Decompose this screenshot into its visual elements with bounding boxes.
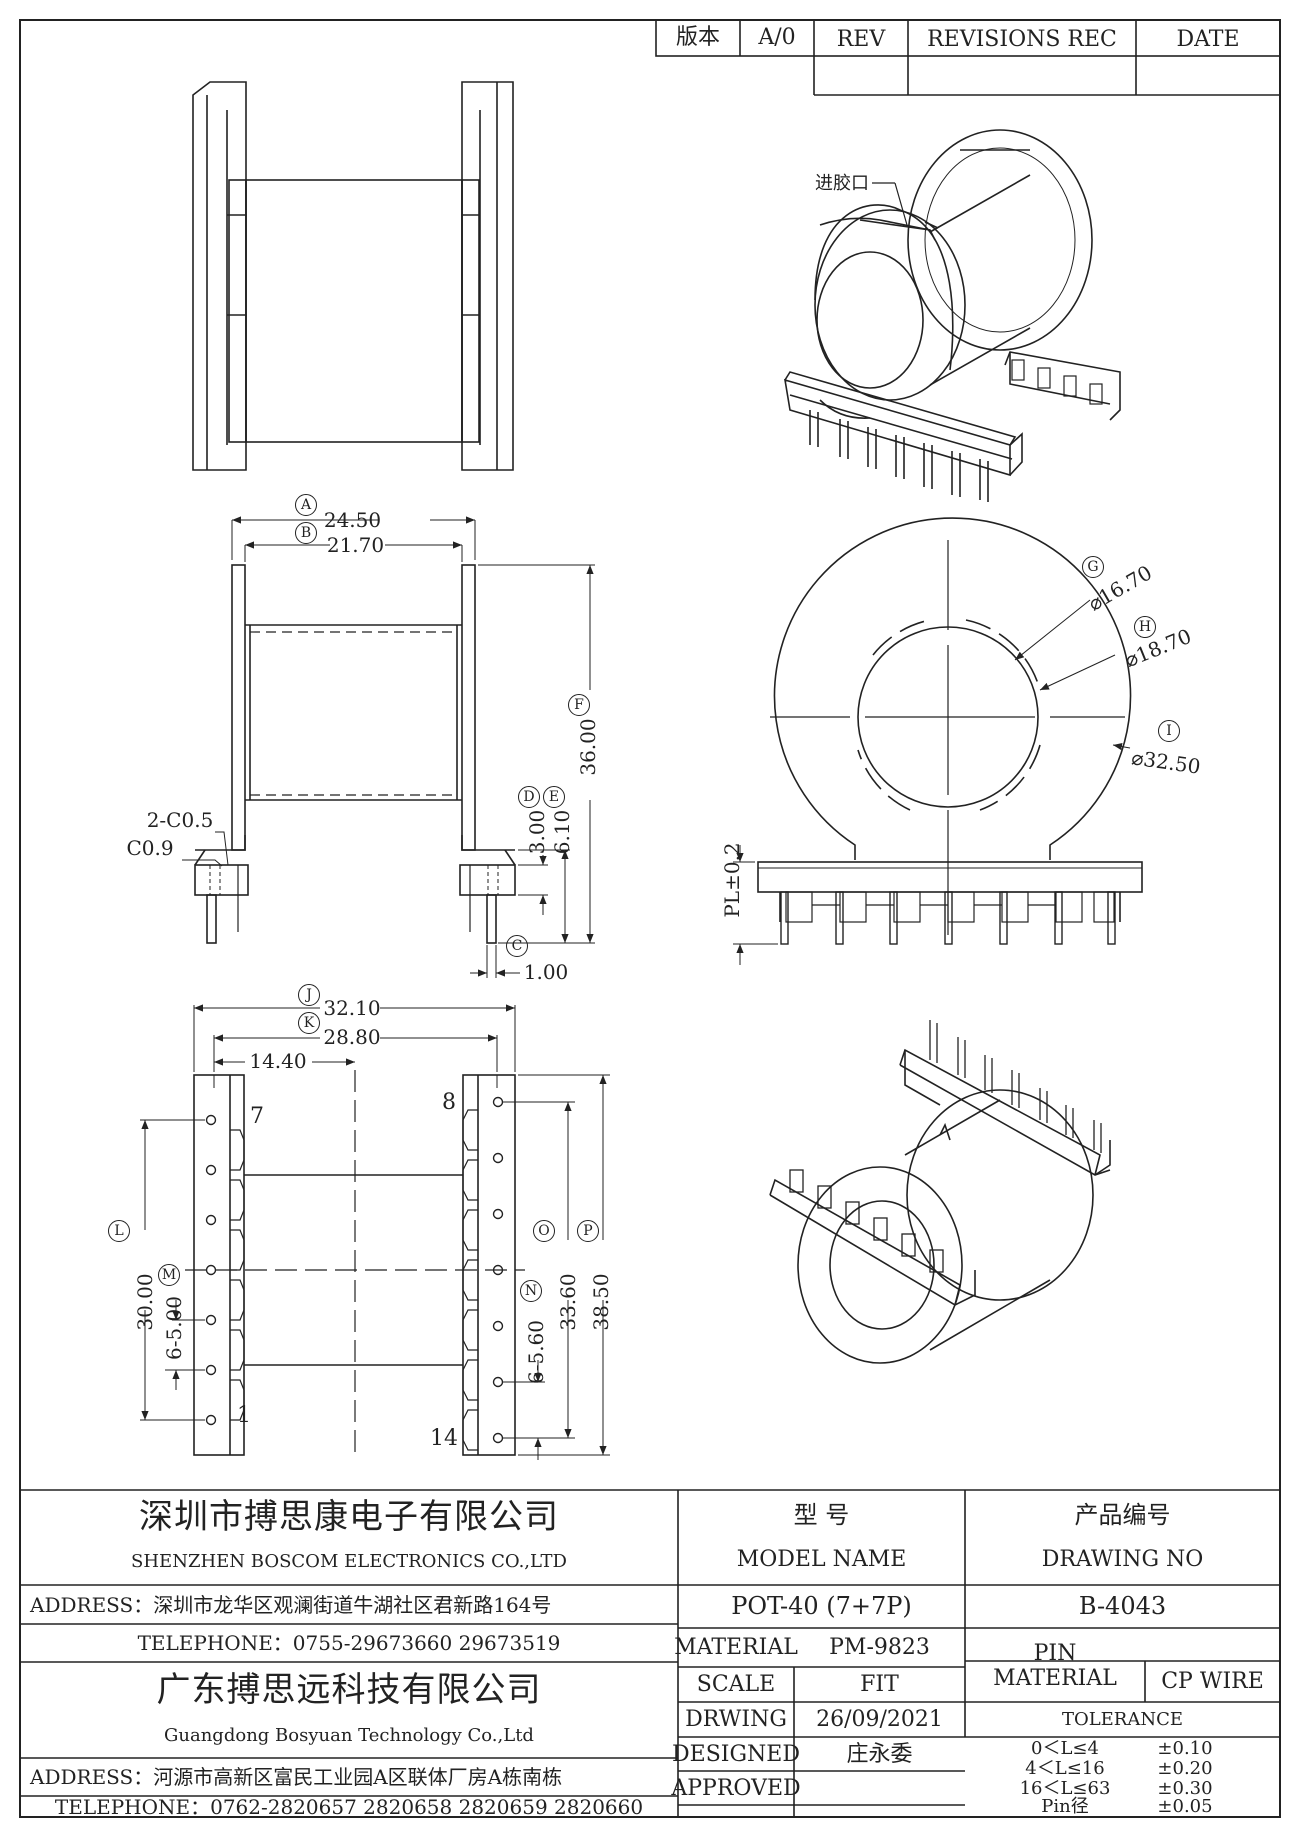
rev-label: REV [836, 27, 886, 53]
dim-o-id: O [533, 1220, 555, 1242]
model-value: POT-40 (7+7P) [731, 1592, 912, 1621]
tolerance-range-2: 4＜L≤16 [1025, 1757, 1105, 1779]
company-en: SHENZHEN BOSCOM ELECTRONICS CO.,LTD [131, 1550, 567, 1572]
view-isometric-bottom [769, 1020, 1111, 1364]
dim-e-value: 6.10 [549, 809, 574, 855]
version-label: 版本 [675, 25, 720, 51]
dim-c-id: C [506, 935, 528, 957]
tolerance-label: TOLERANCE [1061, 1708, 1184, 1730]
dim-a-value: 24.50 [323, 507, 382, 532]
drawing-date-value: 26/09/2021 [816, 1707, 943, 1733]
revisions-rec-label: REVISIONS REC [927, 27, 1117, 53]
model-cn-label: 型 号 [793, 1501, 850, 1530]
dim-c-value: 1.00 [523, 959, 569, 984]
dim-p-id: P [577, 1220, 599, 1242]
dim-m-value: 6-5.00 [161, 1296, 186, 1361]
model-en-label: MODEL NAME [736, 1547, 907, 1573]
tolerance-range-4: Pin径 [1041, 1796, 1089, 1818]
pin-8-label: 8 [442, 1090, 456, 1116]
dim-b-id: B [295, 522, 317, 544]
dim-b-value: 21.70 [326, 532, 385, 557]
dim-m-id: M [158, 1264, 180, 1286]
view-top-outline [192, 81, 514, 471]
dim-g-id: G [1082, 556, 1104, 578]
approved-value [794, 1772, 965, 1805]
chamfer-2: C0.9 [126, 835, 174, 860]
drawing-no-value: B-4043 [1078, 1592, 1167, 1621]
pin-14-label: 14 [430, 1426, 458, 1452]
tolerance-value-3: ±0.30 [1157, 1777, 1213, 1799]
tolerance-value-4: ±0.05 [1157, 1796, 1213, 1818]
company2-en: Guangdong Bosyuan Technology Co.,Ltd [164, 1724, 534, 1746]
view-bottom [140, 1004, 610, 1460]
company2-cn: 广东搏思远科技有限公司 [156, 1670, 542, 1711]
dim-p-value: 38.50 [588, 1273, 613, 1331]
material-label: MATERIAL [674, 1635, 798, 1661]
dim-j-value: 32.10 [323, 995, 381, 1020]
pin-material-label: PIN MATERIAL [965, 1630, 1145, 1702]
dim-d-id: D [518, 786, 540, 808]
drawing-label: DRWING [685, 1707, 787, 1733]
dim-l-value: 30.00 [132, 1273, 157, 1331]
dim-e-id: E [543, 786, 565, 808]
dim-h-id: H [1134, 616, 1156, 638]
revision-block-grid [655, 19, 1281, 96]
version-value: A/0 [758, 25, 796, 51]
chamfer-1: 2-C0.5 [146, 807, 214, 832]
dim-f-id: F [568, 694, 590, 716]
tolerance-range-3: 16＜L≤63 [1019, 1777, 1111, 1799]
dim-k-id: K [298, 1012, 320, 1034]
material-value: PM-9823 [829, 1635, 930, 1661]
pin-material-value: CP WIRE [1161, 1668, 1264, 1694]
scale-value: FIT [860, 1672, 899, 1698]
designed-value: 庄永委 [846, 1741, 913, 1767]
address-1: ADDRESS：深圳市龙华区观澜街道牛湖社区君新路164号 [30, 1592, 552, 1617]
tolerance-value-1: ±0.10 [1157, 1737, 1213, 1759]
dim-j-id: J [298, 984, 320, 1006]
dim-n-id: N [520, 1280, 542, 1302]
dim-a-id: A [295, 494, 317, 516]
dim-o-value: 33.60 [555, 1273, 580, 1331]
dim-k-value: 28.80 [323, 1024, 381, 1049]
gate-label: 进胶口 [815, 172, 869, 194]
dim-f-value: 36.00 [575, 718, 600, 776]
drawing-no-cn-label: 产品编号 [1074, 1501, 1171, 1530]
pin-material-label-line2: MATERIAL [993, 1666, 1117, 1691]
title-block-grid [20, 1489, 1280, 1817]
view-isometric-top [784, 129, 1121, 502]
view-front [733, 517, 1143, 965]
pin-material-label-line1: PIN [1033, 1640, 1077, 1666]
telephone-2: TELEPHONE：0762-2820657 2820658 2820659 2… [54, 1795, 644, 1819]
drawing-no-en-label: DRAWING NO [1041, 1547, 1204, 1573]
telephone-1: TELEPHONE：0755-29673660 29673519 [137, 1630, 561, 1655]
scale-label: SCALE [696, 1672, 776, 1698]
pin-7-label: 7 [250, 1104, 264, 1130]
pin-1-label: 1 [237, 1403, 251, 1429]
address-2: ADDRESS：河源市高新区富民工业园A区联体厂房A栋南栋 [30, 1764, 563, 1789]
tolerance-value-2: ±0.20 [1157, 1757, 1213, 1779]
approved-label: APPROVED [671, 1775, 801, 1801]
date-label: DATE [1176, 27, 1240, 53]
view-side [182, 516, 595, 978]
dim-d-value: 3.00 [524, 809, 549, 855]
dim-i-id: I [1158, 720, 1180, 742]
dim-half-width: 14.40 [249, 1048, 307, 1073]
designed-label: DESIGNED [672, 1741, 800, 1767]
pl-tolerance: PL±0.2 [719, 842, 744, 918]
company-cn: 深圳市搏思康电子有限公司 [139, 1497, 559, 1538]
dim-n-value: 6-5.60 [523, 1320, 548, 1385]
sheet-border [19, 19, 1281, 1818]
dim-l-id: L [108, 1220, 130, 1242]
tolerance-range-1: 0＜L≤4 [1031, 1737, 1099, 1759]
